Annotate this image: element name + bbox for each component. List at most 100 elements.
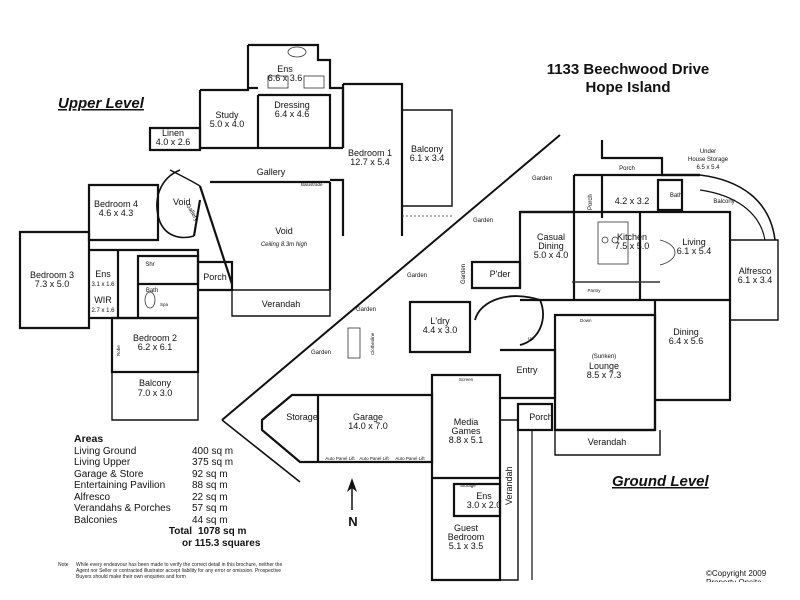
bedroom3-dim: 7.3 x 5.0	[35, 279, 70, 289]
area-value: 22 sq m	[192, 491, 228, 503]
fixtures	[144, 46, 676, 359]
north-arrow	[347, 478, 357, 510]
shr-label: Shr	[145, 262, 154, 268]
ens-upper-name: Ens	[277, 64, 293, 74]
casual-line2: Dining	[538, 241, 564, 251]
copyright-line2: Property Onsite	[706, 578, 766, 582]
ens-ground-name: Ens	[476, 491, 492, 501]
pder-label: P'der	[490, 269, 511, 279]
upper-room-labels: Ens 6.6 x 3.6 Dressing 6.4 x 4.6 Study 5…	[30, 64, 444, 398]
garden-label-4: Garden	[356, 307, 376, 313]
disclaimer-note: Note While every endeavour has been made…	[58, 562, 290, 580]
guest-line2: Bedroom	[448, 532, 485, 542]
under-storage-name: Under	[700, 149, 716, 155]
guest-dim: 5.1 x 3.5	[449, 541, 484, 551]
bedroom4-dim: 4.6 x 4.3	[99, 208, 134, 218]
auto-panel-lift-2: Auto Panel Lift	[359, 456, 389, 461]
media-name: Media	[454, 417, 479, 427]
pantry-label: Pantry	[587, 288, 601, 293]
dining-dim: 6.4 x 5.6	[669, 336, 704, 346]
linen-dim: 4.0 x 2.6	[156, 137, 191, 147]
area-label: Entertaining Pavilion	[74, 480, 166, 491]
area-label: Alfresco	[74, 491, 111, 503]
bedroom3-name: Bedroom 3	[30, 270, 74, 280]
address-line-1: 1133 Beechwood Drive	[547, 61, 710, 78]
lounge-name: Lounge	[589, 361, 619, 371]
areas-squares-row: or 115.3 squares	[74, 538, 260, 550]
garage-name: Garage	[353, 412, 383, 422]
spa-label: Spa	[160, 302, 169, 307]
ens-small-dim: 3.1 x 1.6	[91, 282, 115, 288]
ens-ground-dim: 3.0 x 2.0	[467, 500, 502, 510]
storage-small-label: Storage	[460, 483, 476, 488]
gallery-label: Gallery	[257, 167, 286, 177]
under-storage-line2: House Storage	[688, 157, 729, 163]
linen-name: Linen	[162, 128, 184, 138]
walls-upper	[18, 43, 453, 421]
study-name: Study	[215, 110, 239, 120]
copyright-line1: ©Copyright 2009	[706, 569, 767, 578]
balustrade-label: Balustrade	[301, 182, 323, 187]
bath-upper-label: Bath	[146, 288, 158, 294]
wir-dim: 2.7 x 1.6	[91, 308, 115, 314]
balcony-ground-label: Balcony	[713, 199, 734, 205]
area-label: Living Upper	[74, 457, 131, 468]
area-value: 92 sq m	[192, 468, 228, 480]
level-divider-lower	[221, 419, 301, 483]
verandah-ground-label: Verandah	[588, 437, 627, 447]
storage-label: Storage	[286, 412, 318, 422]
note-label: Note	[58, 562, 69, 568]
sunken-label: (Sunken)	[592, 354, 616, 360]
areas-row: Living Ground 400 sq m	[74, 446, 256, 458]
area-value: 400 sq m	[192, 445, 234, 457]
auto-panel-lift-3: Auto Panel Lift	[395, 456, 425, 461]
casual-dim: 5.0 x 4.0	[534, 250, 569, 260]
dressing-name: Dressing	[274, 100, 310, 110]
living-dim: 6.1 x 5.4	[677, 246, 712, 256]
auto-panel-lift-1: Auto Panel Lift	[325, 456, 355, 461]
areas-row: Verandahs & Porches 57 sq m	[74, 503, 256, 515]
area-label: Verandahs & Porches	[74, 503, 171, 514]
living-name: Living	[682, 237, 706, 247]
areas-row: Alfresco 22 sq m	[74, 492, 256, 504]
alfresco-dim: 6.1 x 3.4	[738, 275, 773, 285]
ens-upper-dim: 6.6 x 3.6	[268, 73, 303, 83]
bedroom1-dim: 12.7 x 5.4	[350, 157, 390, 167]
area-label: Living Ground	[74, 445, 137, 457]
screen-label: Screen	[459, 377, 474, 382]
balcony1-dim: 6.1 x 3.4	[410, 153, 445, 163]
bedroom4-name: Bedroom 4	[94, 199, 138, 209]
balcony2-dim: 7.0 x 3.0	[138, 388, 173, 398]
dining-name: Dining	[673, 327, 699, 337]
bath-ground-label: Bath	[670, 193, 682, 199]
garden-label-5: Garden	[311, 350, 331, 356]
bedroom1-name: Bedroom 1	[348, 148, 392, 158]
area-value: 375 sq m	[192, 457, 234, 468]
balcony1-name: Balcony	[411, 144, 444, 154]
areas-title: Areas	[74, 433, 104, 445]
alfresco-name: Alfresco	[739, 266, 772, 276]
garden-label-3: Garden	[407, 273, 427, 279]
casual-name: Casual	[537, 232, 565, 242]
wir-name: WIR	[94, 295, 112, 305]
kitchen-name: Kitchen	[617, 232, 647, 242]
porch-upper-label: Porch	[203, 272, 227, 282]
north-label: N	[348, 514, 357, 529]
study-dim: 5.0 x 4.0	[210, 119, 245, 129]
level-divider-line	[221, 134, 561, 421]
areas-total-label: Total	[168, 526, 192, 537]
porch-entry-label: Porch	[529, 412, 553, 422]
garden-label-2: Garden	[473, 218, 493, 224]
robe-label: Robe	[116, 345, 121, 356]
area-value: 57 sq m	[192, 503, 228, 514]
area-label: Balconies	[74, 514, 118, 526]
down-label: Down	[580, 318, 592, 323]
ldry-name: L'dry	[430, 316, 450, 326]
ldry-dim: 4.4 x 3.0	[423, 325, 458, 335]
void-small-label: Void	[173, 197, 191, 207]
